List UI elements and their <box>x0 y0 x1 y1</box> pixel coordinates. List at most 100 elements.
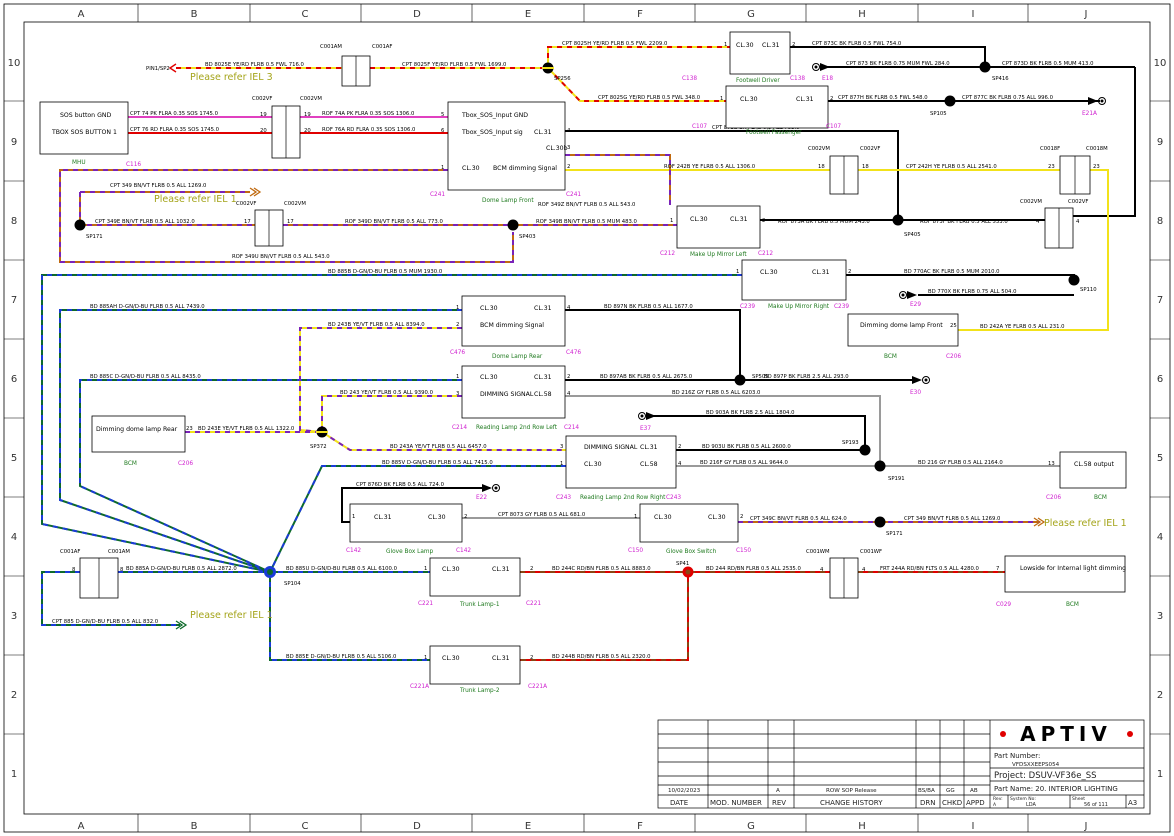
connector-label: C001AM <box>108 549 130 555</box>
connector-label: C0018M <box>1086 146 1108 152</box>
wire-244b: BD 244B RD/BN FLRB 0.5 ALL 2320.0 <box>552 654 651 660</box>
component-id: C206 <box>178 461 193 467</box>
component-id: C116 <box>126 162 141 168</box>
rev-label: Rev: <box>993 796 1003 802</box>
component-name: Trunk Lamp-1 <box>459 602 500 608</box>
component-text: Tbox_SOS_Input sig <box>461 129 523 136</box>
component-id: C221A <box>410 684 429 690</box>
svg-text:SP105: SP105 <box>930 111 947 117</box>
component-text: CL.31 <box>374 514 392 521</box>
row-date: 10/02/2023 <box>668 788 701 794</box>
component-make-up-mirror-left: CL.30 CL.31 Make Up Mirror Left C212 C21… <box>660 205 773 258</box>
wire-873: CPT 873 BK FLRB 0.75 MUM FWL 284.0 <box>846 61 950 67</box>
svg-text:SP372: SP372 <box>310 444 327 450</box>
part-name: Part Name: 20. INTERIOR LIGHTING <box>994 785 1118 793</box>
wire-897ab: BD 897AB BK FLRB 0.5 ALL 2675.0 <box>600 374 693 380</box>
wire-349z: ROF 349Z BN/VT FLRB 0.5 ALL 543.0 <box>538 202 636 208</box>
pin-number: 13 <box>1048 461 1055 467</box>
pin-number: 4 <box>567 305 571 311</box>
component-name: Footwell Passenger <box>746 130 802 136</box>
grid-row-label: 1 <box>1157 769 1163 780</box>
pin-number: 20 <box>304 128 311 134</box>
inline-connectors: C001AM C001AF C002VF C002VM 19 19 20 20 … <box>60 44 1108 599</box>
component-trunk-lamp-2: CL.30 CL.31 Trunk Lamp-2 C221A C221A <box>410 645 547 694</box>
connector-label: C001AF <box>60 549 80 555</box>
pin-number: 19 <box>260 112 267 118</box>
pin-number: 2 <box>848 269 851 275</box>
grid-column-label: H <box>858 9 866 20</box>
connector-label: C002VM <box>284 201 306 207</box>
svg-text:SP104: SP104 <box>284 581 301 587</box>
component-glove-box-switch: CL.30 CL.30 Glove Box Switch C150 C150 <box>628 503 751 555</box>
pin-number: 23 <box>1048 164 1055 170</box>
component-id: C239 <box>740 304 755 310</box>
grid-row-label: 3 <box>11 611 17 622</box>
connector-label: C001WF <box>860 549 882 555</box>
pin-number: 23 <box>186 426 193 432</box>
pin-number: 17 <box>244 219 251 225</box>
wire-244: BD 244 RD/BN FLRB 0.5 ALL 2535.0 <box>706 566 801 572</box>
component-text: CL.31 <box>762 42 780 49</box>
component-location: MHU <box>72 160 86 166</box>
grid-row-label: 10 <box>8 58 21 69</box>
splice-sp372: SP372 <box>310 426 328 450</box>
header-chkd: CHKD <box>942 799 962 807</box>
pin-number: 4 <box>862 567 866 573</box>
svg-text:E18: E18 <box>822 76 833 82</box>
svg-text:SP256: SP256 <box>554 76 571 82</box>
component-id: C243 <box>556 495 571 501</box>
wire-243e: BD 243E YE/VT FLRB 0.5 ALL 1322.0 <box>198 426 295 432</box>
wire-243b: BD 243B YE/VT FLRB 0.5 ALL 8394.0 <box>328 322 425 328</box>
wire-885a: BD 885A D-GN/D-BU FLRB 0.5 ALL 2872.0 <box>126 566 237 572</box>
splice-sp256: SP256 <box>542 62 571 82</box>
sheet-label: Sheet <box>1072 796 1085 802</box>
pin-number: 1 <box>560 461 563 467</box>
component-text: CL.30 <box>428 514 446 521</box>
pin-number: 1 <box>424 566 427 572</box>
wire-74a: ROF 74A PK FLRA 0.35 SOS 1306.0 <box>322 111 415 117</box>
wire-876d: CPT 876D BK FLRB 0.5 ALL 724.0 <box>356 482 445 488</box>
connector-label: C002VM <box>808 146 830 152</box>
component-name: Dome Lamp Rear <box>492 354 543 360</box>
component-name: Reading Lamp 2nd Row Left <box>476 425 558 431</box>
header-rev: REV <box>772 799 786 807</box>
wire-885c: BD 885C D-GN/D-BU FLRB 0.5 ALL 8435.0 <box>90 374 201 380</box>
pin-number: 2 <box>740 514 743 520</box>
splice-sp171-right: SP171 <box>874 516 903 537</box>
splice-sp171: SP171 <box>74 219 103 240</box>
aptiv-logo: APTIV <box>1000 722 1133 746</box>
pin-number: 19 <box>304 112 311 118</box>
pin-number: 1 <box>634 514 637 520</box>
wire-76: CPT 76 RD FLRA 0.35 SOS 1745.0 <box>130 127 220 133</box>
pin-number: 1 <box>456 374 459 380</box>
wire-349d: ROF 349D BN/VT FLRB 0.5 ALL 773.0 <box>345 219 443 225</box>
grid-row-label: 8 <box>1157 216 1163 227</box>
ground-e21a-icon: E21A <box>1082 97 1106 117</box>
wire-8025g: CPT 8025G YE/RD FLRB 0.5 FWL 348.0 <box>598 95 701 101</box>
grid-row-label: 10 <box>1154 58 1167 69</box>
component-reading-lamp-2nd-row-right: DIMMING SIGNAL CL.31 CL.30 CL.58 Reading… <box>556 435 681 501</box>
component-id: C150 <box>628 548 643 554</box>
svg-text:SP416: SP416 <box>992 76 1009 82</box>
connector-c002vf-c002vm-349: C002VF C002VM 17 17 <box>236 201 306 247</box>
component-text: CL.30 <box>462 165 480 172</box>
connector-label: C002VF <box>236 201 256 207</box>
grid-row-label: 9 <box>11 137 17 148</box>
component-text: CL.30 <box>442 566 460 573</box>
pin-number: 2 <box>567 164 570 170</box>
system-label: System No: <box>1010 796 1036 802</box>
component-text: CL.31 <box>534 305 552 312</box>
pin-number: 7 <box>996 566 999 572</box>
component-text: CL.30 <box>760 269 778 276</box>
wire-74: CPT 74 PK FLRA 0.35 SOS 1745.0 <box>130 111 219 117</box>
wire-873d: CPT 873D BK FLRB 0.5 MUM 413.0 <box>1002 61 1094 67</box>
component-lowside-internal-light-dimming-bcm: Lowside for Internal light dimming BCM C… <box>996 555 1126 608</box>
title-block: APTIV Part Number: VFDSXXEEPS054 Project… <box>657 719 1145 809</box>
connector-label: C001AF <box>372 44 392 50</box>
pin-number: 3 <box>567 145 570 151</box>
component-id: C029 <box>996 602 1011 608</box>
grid-row-label: 9 <box>1157 137 1163 148</box>
component-name: Glove Box Switch <box>666 549 717 555</box>
splices: SP256 SP416 SP105 SP171 SP403 SP405 SP11… <box>74 61 1097 587</box>
component-text: CL.30 <box>740 96 758 103</box>
